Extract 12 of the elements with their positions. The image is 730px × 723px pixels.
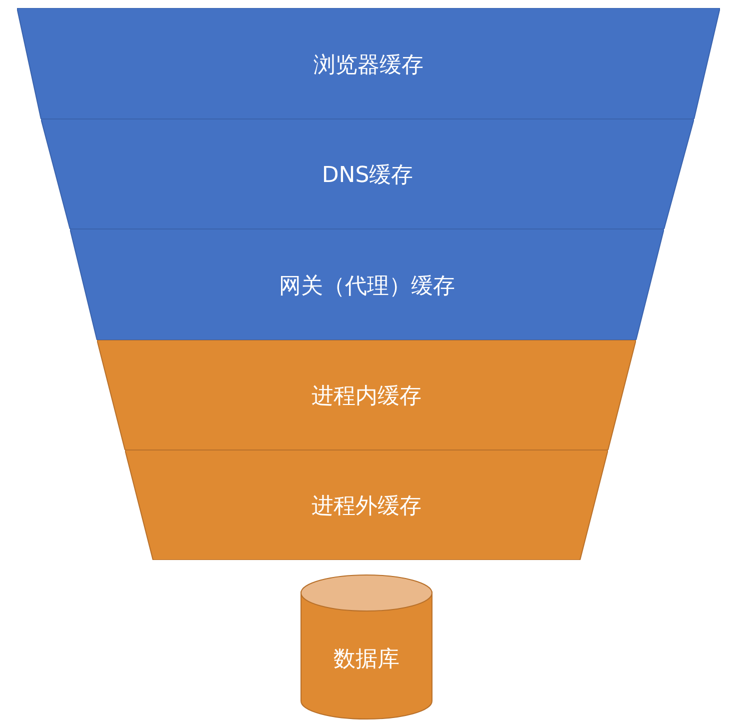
- layer-label: DNS缓存: [320, 162, 414, 190]
- layer-label: 数据库: [332, 646, 400, 674]
- funnel-band: [41, 119, 694, 229]
- layer-label: 网关（代理）缓存: [278, 272, 456, 300]
- funnel-band: [97, 340, 636, 450]
- layer-label: 进程外缓存: [310, 493, 422, 521]
- database-cylinder: [300, 574, 433, 720]
- layer-label: 浏览器缓存: [312, 52, 424, 80]
- layer-label: 进程内缓存: [310, 383, 422, 411]
- funnel-band: [70, 229, 664, 340]
- funnel-band: [125, 450, 608, 560]
- funnel-band: [17, 8, 720, 119]
